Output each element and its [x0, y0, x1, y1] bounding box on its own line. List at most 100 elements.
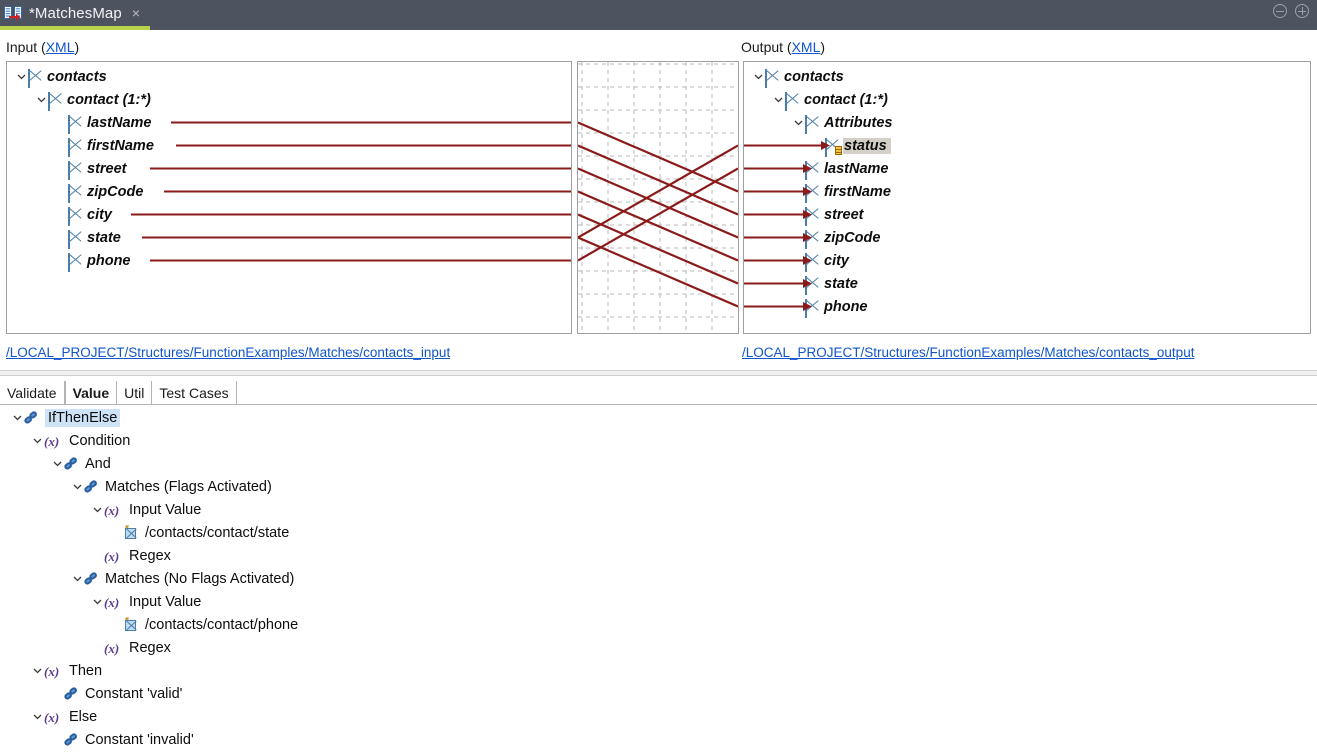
- mapping-connection: [578, 167, 738, 262]
- tree-row[interactable]: contacts: [7, 65, 107, 88]
- value-icon: (x): [104, 502, 124, 518]
- input-path-link[interactable]: /LOCAL_PROJECT/Structures/FunctionExampl…: [6, 345, 451, 360]
- chevron-down-icon[interactable]: [10, 406, 24, 429]
- function-tree-row[interactable]: (x)Regex: [0, 636, 171, 659]
- function-tree-row[interactable]: ↖ /contacts/contact/phone: [0, 613, 298, 636]
- tree-row[interactable]: city: [7, 203, 112, 226]
- chevron-down-icon[interactable]: [792, 111, 805, 134]
- function-tree-row[interactable]: (x)Then: [0, 659, 102, 682]
- value-icon: (x): [44, 709, 64, 725]
- tree-row[interactable]: contact (1:*): [7, 88, 151, 111]
- chevron-down-icon[interactable]: [30, 429, 44, 452]
- chevron-down-icon[interactable]: [30, 705, 44, 728]
- value-icon: (x): [104, 594, 124, 610]
- chevron-down-icon[interactable]: [752, 65, 765, 88]
- close-icon[interactable]: ×: [131, 5, 140, 21]
- input-xml-link[interactable]: XML: [45, 39, 75, 55]
- value-icon-glyph: (x): [44, 663, 60, 679]
- input-label-close: ): [74, 39, 80, 55]
- chevron-down-icon[interactable]: [772, 88, 785, 111]
- output-label-close: ): [820, 39, 826, 55]
- chevron-down-icon[interactable]: [70, 567, 84, 590]
- tree-row[interactable]: contacts: [744, 65, 844, 88]
- output-xml-link[interactable]: XML: [791, 39, 821, 55]
- function-tree-row[interactable]: Constant 'valid': [0, 682, 182, 705]
- function-tree-row[interactable]: (x)Regex: [0, 544, 171, 567]
- output-structure-tree[interactable]: contacts contact (1:*) Attributes status las…: [743, 61, 1311, 334]
- function-tree-row[interactable]: IfThenElse: [0, 406, 121, 429]
- tree-row[interactable]: status: [744, 134, 891, 157]
- chevron-down-icon[interactable]: [70, 475, 84, 498]
- tab-value[interactable]: Value: [64, 381, 118, 405]
- tree-row[interactable]: state: [7, 226, 121, 249]
- tree-node-label: contact (1:*): [804, 91, 888, 108]
- function-tree-row[interactable]: Matches (Flags Activated): [0, 475, 272, 498]
- tree-node-label: contact (1:*): [67, 91, 151, 108]
- tree-spacer: [90, 544, 104, 567]
- function-icon: [63, 456, 80, 472]
- chevron-down-icon[interactable]: [15, 65, 28, 88]
- tree-node-label: firstName: [824, 183, 891, 200]
- chevron-down-icon[interactable]: [50, 452, 64, 475]
- tree-row[interactable]: zipCode: [7, 180, 143, 203]
- tree-row[interactable]: lastName: [7, 111, 151, 134]
- function-tree-row[interactable]: And: [0, 452, 111, 475]
- tree-node-label: state: [824, 275, 858, 292]
- value-icon-glyph: (x): [104, 640, 120, 656]
- tree-node-label: phone: [824, 298, 868, 315]
- function-tree-label: Condition: [69, 432, 131, 449]
- chevron-down-icon[interactable]: [35, 88, 48, 111]
- xml-element-icon: [48, 92, 61, 111]
- input-panel-label: Input (XML): [6, 39, 79, 55]
- tab-test-cases[interactable]: Test Cases: [152, 381, 237, 405]
- tree-node-label: status: [843, 137, 891, 154]
- tree-node-label: Attributes: [824, 114, 893, 131]
- tree-row[interactable]: phone: [7, 249, 131, 272]
- function-tree-label: /contacts/contact/phone: [145, 616, 299, 633]
- horizontal-divider[interactable]: [0, 370, 1317, 376]
- function-tree-row[interactable]: (x) Condition: [0, 429, 130, 452]
- xml-element-icon: [68, 115, 81, 134]
- tree-row[interactable]: firstName: [7, 134, 154, 157]
- xml-element-icon: [68, 161, 81, 180]
- tree-spacer: [50, 728, 64, 751]
- function-tree-row[interactable]: Constant 'invalid': [0, 728, 194, 751]
- title-bar: *MatchesMap ×: [0, 0, 1317, 30]
- value-icon-glyph: (x): [104, 548, 120, 564]
- tree-row[interactable]: street: [7, 157, 127, 180]
- mapping-canvas[interactable]: [577, 61, 739, 334]
- chevron-down-icon[interactable]: [90, 498, 104, 521]
- chevron-down-icon[interactable]: [90, 590, 104, 613]
- tree-node-label: state: [87, 229, 121, 246]
- function-tree-row[interactable]: (x)Else: [0, 705, 97, 728]
- function-tree-row[interactable]: ↖/contacts/contact/state: [0, 521, 289, 544]
- tab-validate[interactable]: Validate: [0, 381, 65, 405]
- tree-node-label: contacts: [47, 68, 107, 85]
- chevron-down-icon[interactable]: [30, 659, 44, 682]
- tree-row[interactable]: contact (1:*): [744, 88, 888, 111]
- tree-node-label: zipCode: [824, 229, 881, 246]
- minimize-icon[interactable]: [1273, 4, 1287, 18]
- function-tree-label: And: [85, 455, 111, 472]
- value-icon: (x): [104, 548, 124, 564]
- value-icon-glyph: (x): [44, 433, 60, 449]
- xpath-icon: ↖: [124, 615, 140, 633]
- function-icon: [83, 571, 100, 587]
- tree-node-label: street: [824, 206, 864, 223]
- function-tree-label: IfThenElse: [45, 408, 121, 427]
- function-tree-row[interactable]: (x)Input Value: [0, 590, 201, 613]
- connection-grid: [578, 62, 738, 333]
- function-tree-row[interactable]: Matches (No Flags Activated): [0, 567, 294, 590]
- tab-util[interactable]: Util: [117, 381, 153, 405]
- tree-row[interactable]: Attributes: [744, 111, 892, 134]
- tab-matchesmap[interactable]: *MatchesMap ×: [0, 0, 150, 30]
- input-label-text: Input (: [6, 39, 46, 55]
- tree-node-label: lastName: [824, 160, 889, 177]
- function-tree-row[interactable]: (x)Input Value: [0, 498, 201, 521]
- output-path-link[interactable]: /LOCAL_PROJECT/Structures/FunctionExampl…: [742, 345, 1195, 360]
- xml-element-icon: [28, 69, 41, 88]
- maximize-icon[interactable]: [1295, 4, 1309, 18]
